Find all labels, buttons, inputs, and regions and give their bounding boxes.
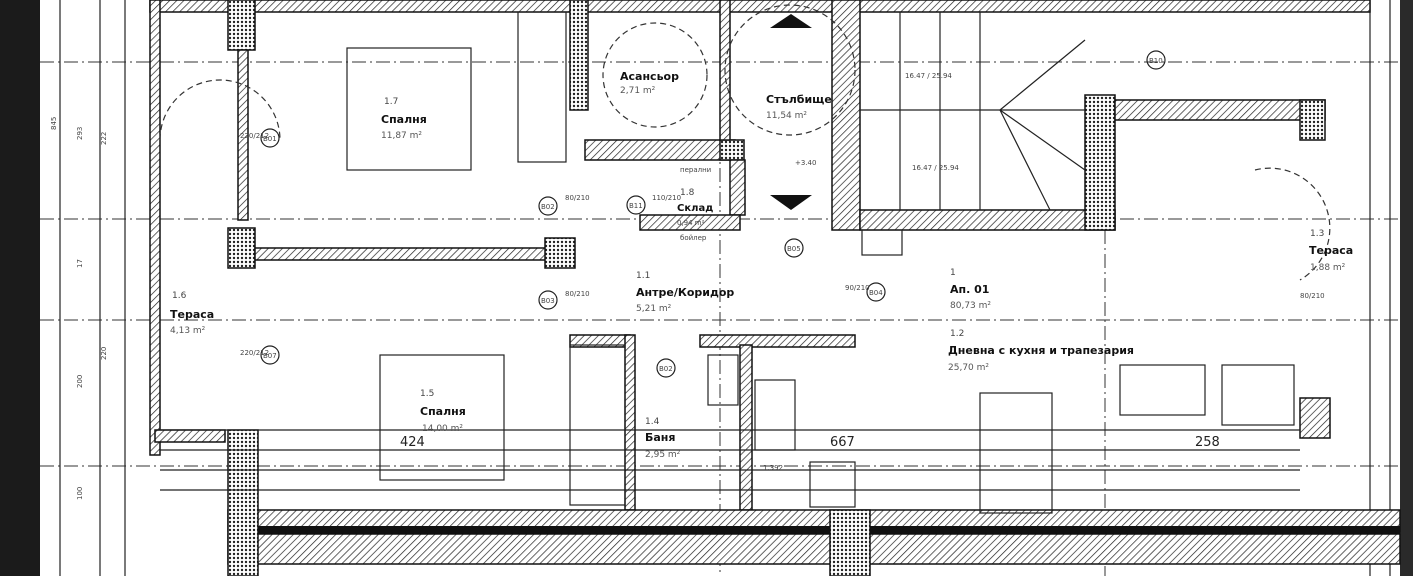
door-size: 220/212 [240,132,269,140]
svg-text:845: 845 [50,117,58,130]
door-tag: B03 [541,297,555,305]
bed-upper [346,47,472,171]
stair-note-lower: 16.47 / 25.94 [912,164,959,172]
door-tag: B02 [659,365,673,373]
stair-note-upper: 16.47 / 25.94 [905,72,952,80]
hob [809,461,856,508]
svg-text:17: 17 [76,259,84,268]
door-size: 90/210 [845,284,870,292]
left-margin [0,0,40,576]
door-tag: B05 [787,245,801,253]
door-size: 110/210 [652,194,681,202]
axis-dimensions: 845 293 222 17 220 200 100 [50,117,108,500]
wardrobe-upper [517,11,567,163]
dimension-424: 424 [400,435,425,450]
right-margin [1400,0,1413,576]
door-tag: B01 [263,135,277,143]
door-tag: B10 [1149,57,1163,65]
door-tag: B04 [869,289,883,297]
bed-lower [379,354,505,481]
stair-arrow-icon [770,14,812,28]
dimension-1392: 1.392 [763,464,783,472]
washbasin [707,354,739,406]
furniture [159,4,1331,514]
door-tag: B02 [541,203,555,211]
door-tag: B07 [263,352,277,360]
sofa [1119,364,1206,416]
axis-grid [40,0,1400,576]
dimension-258: 258 [1195,435,1220,450]
svg-text:200: 200 [76,375,84,388]
staircase [770,12,1086,211]
annotations: +3.40 16.47 / 25.94 16.47 / 25.94 424 66… [400,72,1220,472]
walls [149,0,1401,576]
door-size: 80/210 [1300,292,1325,300]
svg-text:100: 100 [76,487,84,500]
level-mark: +3.40 [795,159,816,167]
fridge [861,229,903,256]
svg-text:222: 222 [100,132,108,145]
wardrobe-lower [569,344,626,506]
svg-text:293: 293 [76,127,84,140]
door-size: 80/210 [565,290,590,298]
door-size: 80/210 [565,194,590,202]
armchair [1221,364,1295,426]
elevator-circle [602,22,708,128]
dining-table [979,392,1053,514]
entrance-arrow-icon [770,195,812,210]
stair-circle [724,4,856,136]
door-size: 220/212 [240,349,269,357]
svg-text:220: 220 [100,347,108,360]
oven [754,379,796,451]
door-tag: B11 [629,202,643,210]
dimension-667: 667 [830,435,855,450]
door-tags: B05 B02 B03 B04 B11 B07 B01 B02 B10 80/2… [240,50,1325,378]
